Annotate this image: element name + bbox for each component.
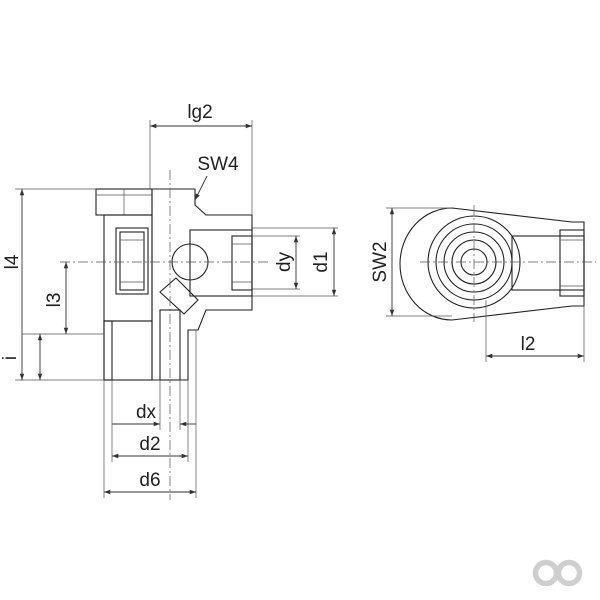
body-section: [151, 188, 253, 381]
label-i: i: [0, 356, 21, 360]
label-dx: dx: [136, 402, 157, 423]
left-dimensions: [15, 120, 338, 498]
right-dimensions: [386, 207, 585, 362]
label-lg2: lg2: [187, 102, 212, 123]
body-outer: [103, 214, 153, 322]
label-dy: dy: [274, 251, 295, 272]
label-d1: d1: [311, 251, 332, 272]
label-l2: l2: [521, 334, 536, 355]
label-l4: l4: [2, 254, 23, 269]
label-d6: d6: [139, 470, 160, 491]
label-d2: d2: [139, 434, 160, 455]
infinity-logo-icon: [532, 559, 583, 587]
label-l3: l3: [44, 293, 65, 308]
thread-stud: [103, 320, 153, 381]
label-sw2: SW2: [370, 241, 391, 282]
label-sw4: SW4: [197, 154, 239, 175]
hex-nut: [95, 188, 153, 216]
left-view: [60, 170, 270, 500]
right-view: [399, 205, 596, 322]
